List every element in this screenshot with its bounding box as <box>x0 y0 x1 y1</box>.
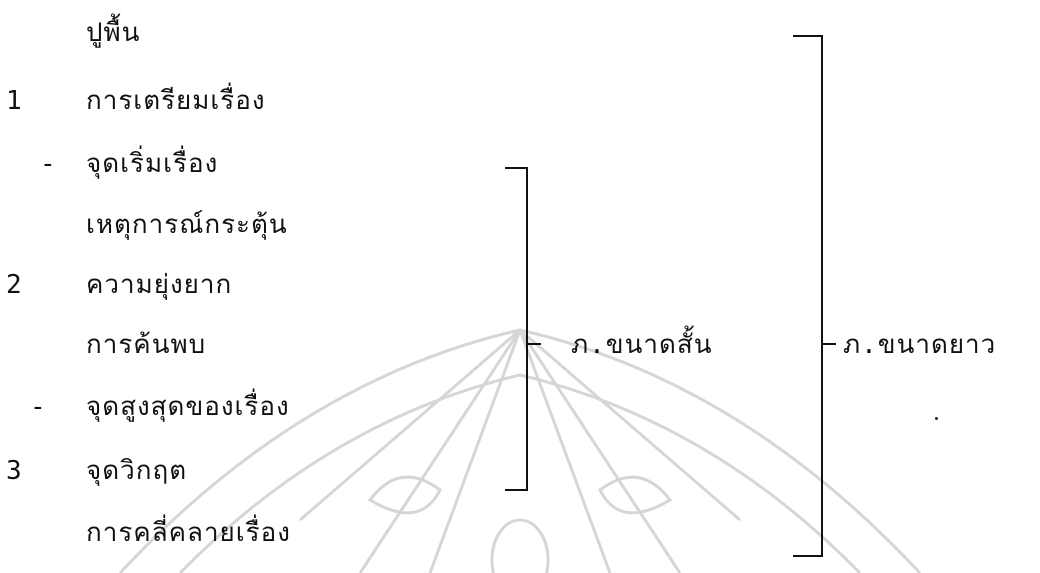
line-text: ปูพื้น <box>86 18 141 48</box>
long-bracket-tick <box>822 343 836 345</box>
line-text: จุดเริ่มเรื่อง <box>86 149 219 179</box>
line-marker: 3 <box>6 456 23 486</box>
line-marker: 2 <box>6 270 23 300</box>
short-story-label: ภ.ขนาดสั้น <box>571 330 713 360</box>
long-story-bracket <box>793 35 823 557</box>
line-marker: - <box>40 149 57 179</box>
line-text: การเตรียมเรื่อง <box>86 86 266 116</box>
long-story-label: ภ.ขนาดยาว <box>843 330 997 360</box>
line-text: จุดสูงสุดของเรื่อง <box>86 392 290 422</box>
short-bracket-tick <box>527 343 541 345</box>
line-text: ความยุ่งยาก <box>86 270 233 300</box>
stray-dot <box>935 417 938 420</box>
line-text: การค้นพบ <box>86 330 207 360</box>
line-text: เหตุการณ์กระตุ้น <box>86 210 288 240</box>
line-text: การคลี่คลายเรื่อง <box>86 518 291 548</box>
line-text: จุดวิกฤต <box>86 456 188 486</box>
short-story-bracket <box>505 167 528 491</box>
line-marker: - <box>30 392 47 422</box>
line-marker: 1 <box>6 86 23 116</box>
